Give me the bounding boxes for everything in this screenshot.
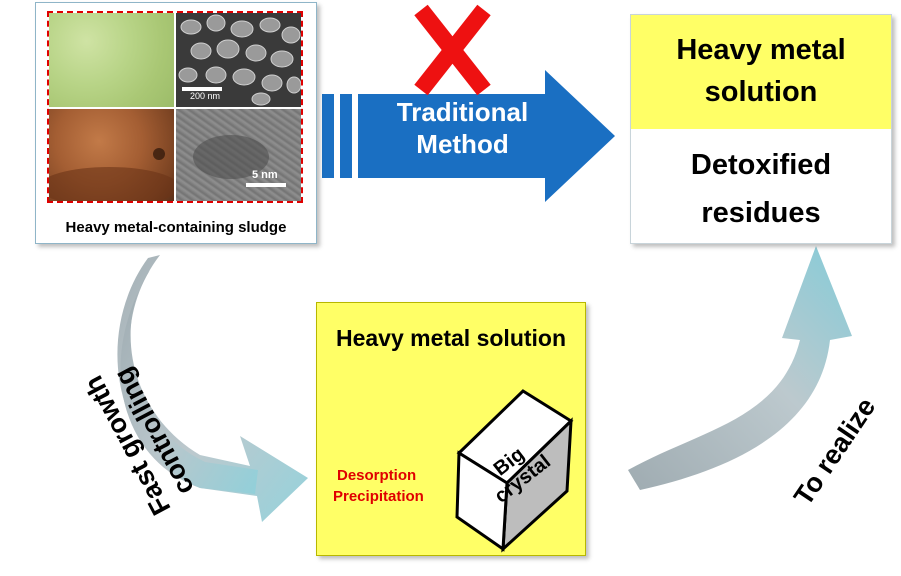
result-residues-label: Detoxified residues (631, 141, 891, 237)
tem-micrograph: 5 nm (176, 109, 301, 201)
traditional-label-line2: Method (416, 129, 509, 159)
photo-grid: 200 nm 5 nm (47, 11, 303, 203)
scale-bar-label-200nm: 200 nm (190, 91, 221, 101)
curved-arrow-right (628, 246, 852, 490)
curved-arrow-left-body (117, 255, 258, 494)
crystal-cube-icon (455, 389, 574, 553)
red-x-icon (414, 4, 491, 96)
result-solution-label: Heavy metal solution (631, 29, 891, 113)
sludge-panel: 200 nm 5 nm Heavy metal-containing sludg… (35, 2, 317, 244)
result-residues-line1: Detoxified (690, 149, 832, 181)
traditional-arrow (322, 70, 615, 202)
desorption-label: Desorption (337, 467, 417, 484)
center-box: Heavy metal solution Desorption Precipit… (316, 302, 586, 556)
brown-sludge-photo (49, 109, 174, 201)
result-solution-line1: Heavy metal (676, 34, 846, 66)
result-box-solution (631, 15, 891, 129)
sludge-caption: Heavy metal-containing sludge (65, 219, 287, 236)
precipitation-label: Precipitation (333, 488, 424, 505)
traditional-label: Traditional Method (380, 96, 545, 160)
sem-micrograph: 200 nm (176, 13, 301, 107)
result-solution-line2: solution (704, 76, 818, 108)
result-residues-line2: residues (701, 197, 821, 229)
green-sludge-photo (49, 13, 174, 107)
traditional-label-line1: Traditional (396, 97, 529, 127)
scale-bar-label-5nm: 5 nm (252, 169, 278, 181)
desorption-precipitation-label: Desorption Precipitation (333, 465, 424, 507)
result-box: Heavy metal solution Detoxified residues (630, 14, 892, 244)
center-box-title: Heavy metal solution (335, 325, 567, 351)
